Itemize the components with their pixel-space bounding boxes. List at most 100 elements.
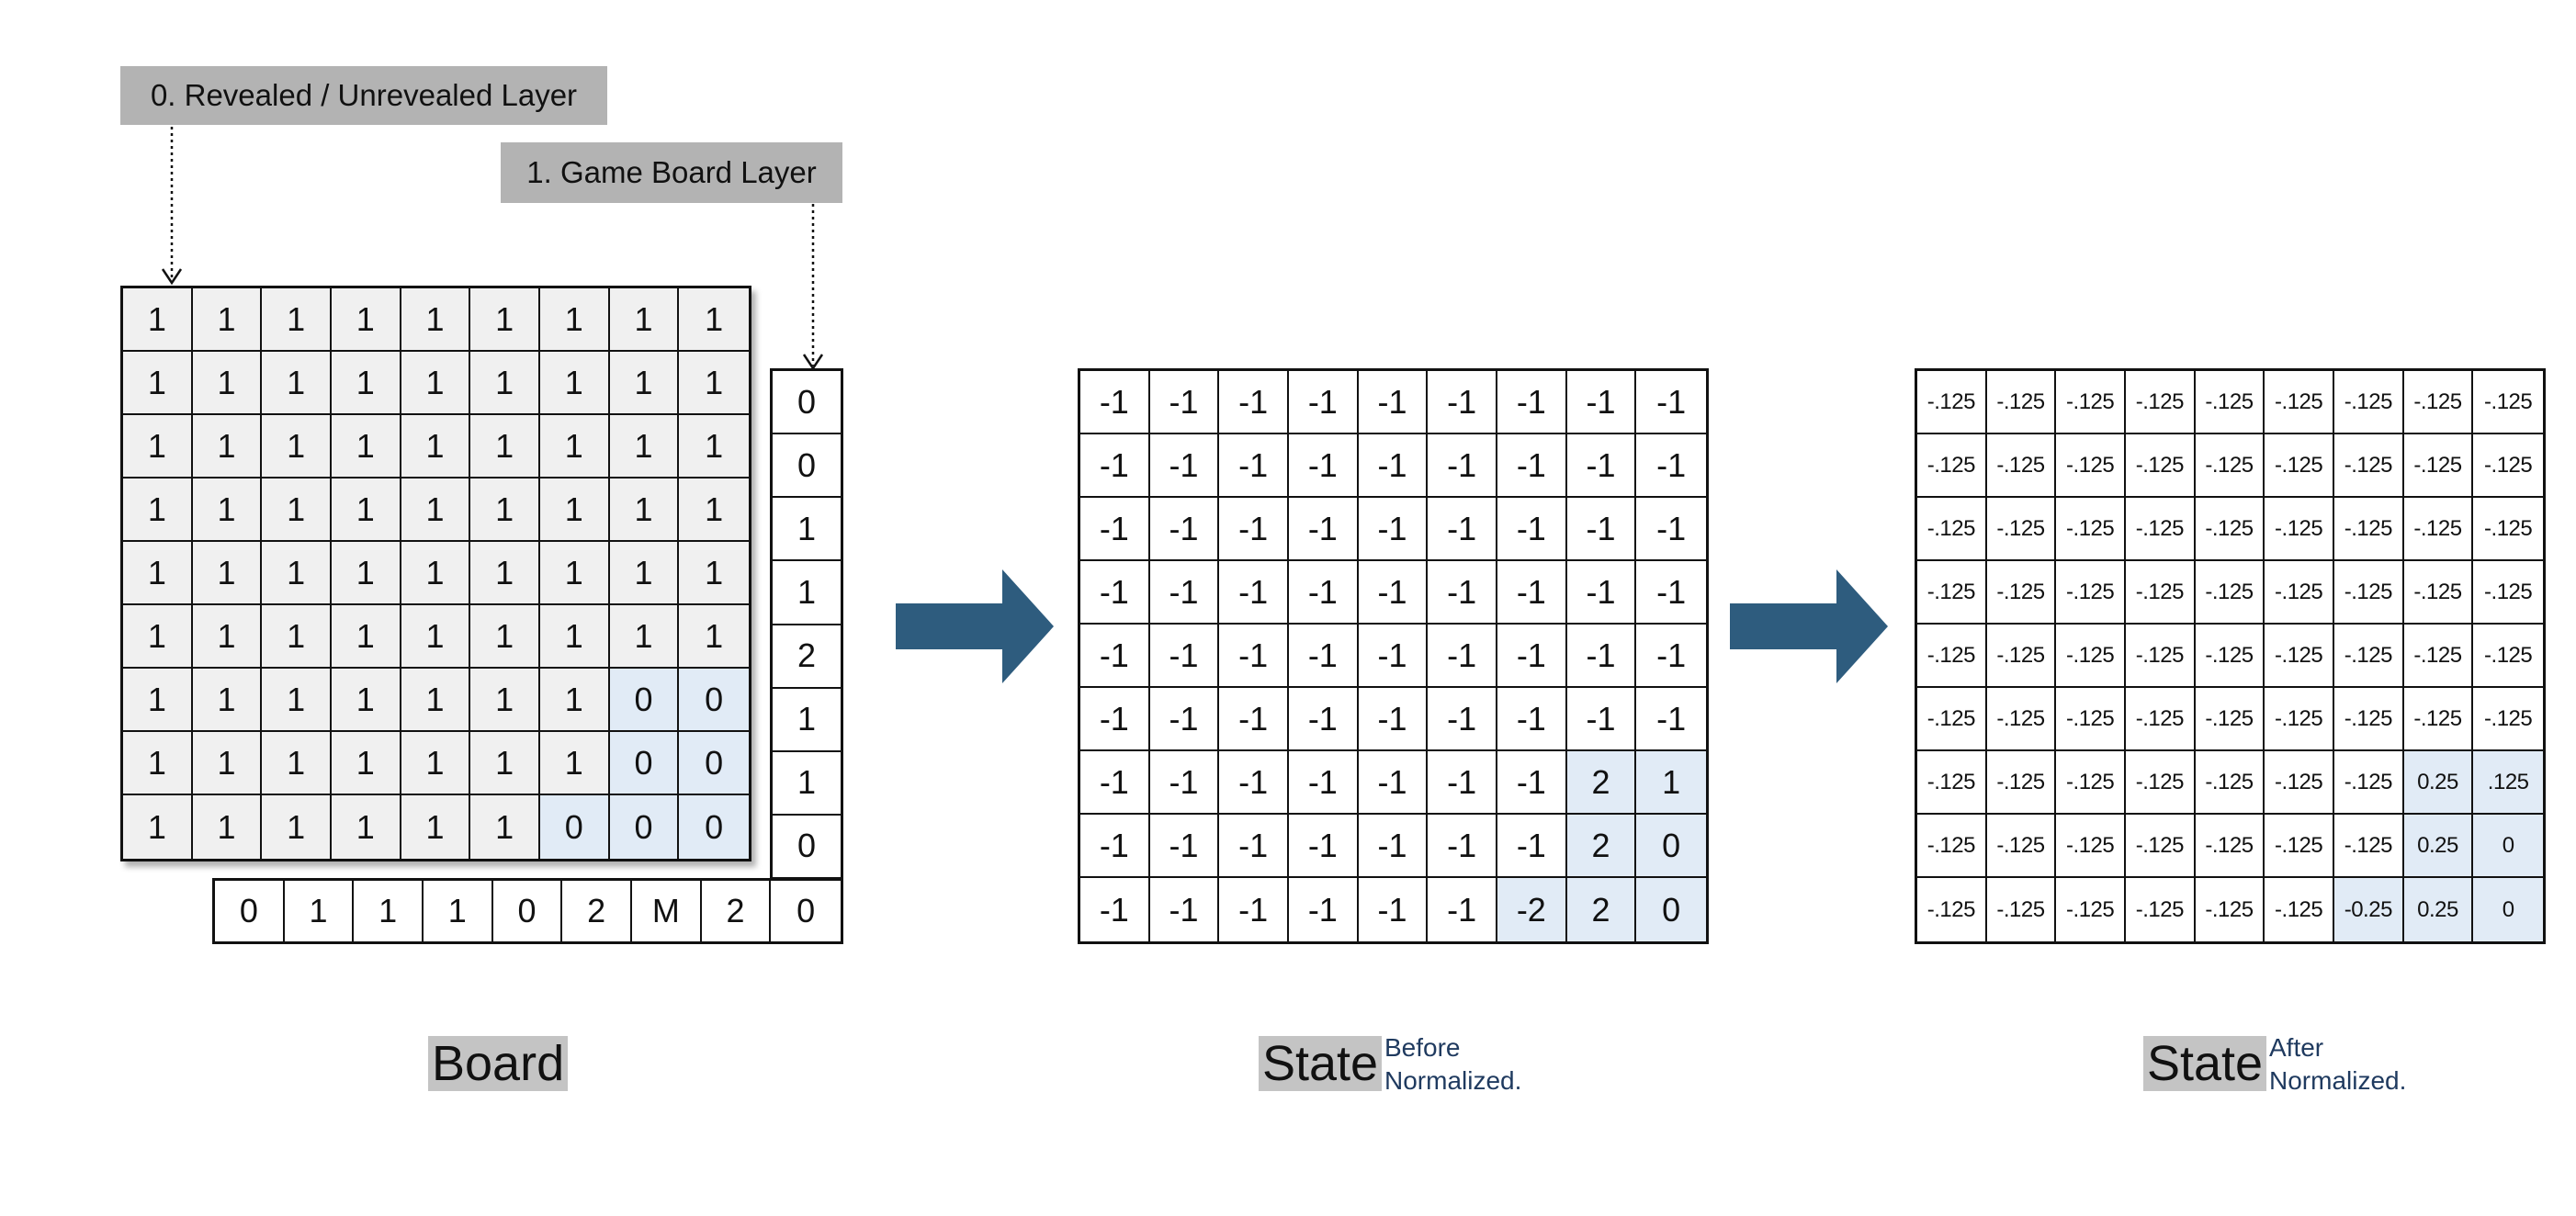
state-after-cell: 0.25 bbox=[2403, 751, 2474, 815]
state-before-cell: -1 bbox=[1428, 498, 1497, 561]
revealed-cell: 1 bbox=[331, 352, 401, 415]
state-before-cell: -1 bbox=[1358, 498, 1429, 561]
state-before-cell: -1 bbox=[1288, 434, 1359, 498]
game-layer-cell: 1 bbox=[424, 881, 493, 941]
state-before-cell: -1 bbox=[1497, 625, 1567, 688]
state-before-cell: -1 bbox=[1428, 371, 1497, 434]
state-after-caption: After Normalized. bbox=[2269, 1031, 2406, 1098]
revealed-cell: 1 bbox=[192, 605, 263, 669]
revealed-cell: 1 bbox=[679, 415, 749, 479]
state-before-cell: -1 bbox=[1219, 371, 1289, 434]
state-after-cell: -.125 bbox=[1986, 625, 2057, 688]
state-before-cell: 0 bbox=[1636, 878, 1706, 941]
state-after-cell: -.125 bbox=[2333, 751, 2404, 815]
revealed-cell: 1 bbox=[539, 479, 610, 542]
revealed-cell: 0 bbox=[609, 669, 680, 732]
revealed-cell: 1 bbox=[262, 288, 332, 352]
state-before-cell: -1 bbox=[1288, 371, 1359, 434]
game-layer-cell: 1 bbox=[773, 498, 841, 562]
state-before-cell: -2 bbox=[1497, 878, 1567, 941]
state-before-cell: -1 bbox=[1149, 498, 1220, 561]
state-before-cell: -1 bbox=[1566, 371, 1637, 434]
state-after-cell: -.125 bbox=[2056, 815, 2126, 878]
revealed-cell: 1 bbox=[331, 732, 401, 795]
state-before-cell: -1 bbox=[1497, 434, 1567, 498]
state-before-cell: -1 bbox=[1219, 434, 1289, 498]
revealed-cell: 0 bbox=[679, 669, 749, 732]
state-after-cell: -.125 bbox=[2473, 498, 2543, 561]
revealed-cell: 1 bbox=[262, 479, 332, 542]
state-before-cell: -1 bbox=[1359, 878, 1429, 941]
game-layer-cell: 2 bbox=[702, 881, 772, 941]
revealed-cell: 1 bbox=[679, 542, 749, 605]
revealed-cell: 0 bbox=[609, 732, 680, 795]
state-before-cell: -1 bbox=[1497, 498, 1567, 561]
state-after-cell: -.125 bbox=[1917, 751, 1987, 815]
revealed-cell: 1 bbox=[123, 732, 193, 795]
state-before-cell: -1 bbox=[1428, 688, 1497, 751]
state-before-cell: -1 bbox=[1219, 815, 1289, 878]
state-after-cell: -.125 bbox=[1987, 878, 2057, 941]
state-after-cell: -.125 bbox=[1986, 371, 2057, 434]
revealed-cell: 1 bbox=[123, 605, 193, 669]
state-after-cell: -.125 bbox=[1917, 561, 1987, 625]
state-before-cell: -1 bbox=[1497, 371, 1567, 434]
state-after-cell: -.125 bbox=[2333, 815, 2404, 878]
revealed-cell: 0 bbox=[679, 795, 749, 859]
revealed-cell: 1 bbox=[470, 669, 540, 732]
revealed-cell: 1 bbox=[192, 415, 263, 479]
revealed-cell: 1 bbox=[401, 479, 471, 542]
game-layer-cell: M bbox=[632, 881, 702, 941]
state-before-cell: -1 bbox=[1080, 878, 1150, 941]
revealed-cell: 1 bbox=[331, 288, 401, 352]
transition-arrow-2 bbox=[1730, 569, 1888, 683]
state-after-cell: -.125 bbox=[2403, 625, 2474, 688]
state-before-cell: -1 bbox=[1219, 878, 1289, 941]
state-after-caption-line2: Normalized. bbox=[2269, 1066, 2407, 1095]
revealed-cell: 1 bbox=[470, 605, 540, 669]
revealed-cell: 1 bbox=[539, 732, 610, 795]
state-after-cell: -.125 bbox=[2333, 688, 2404, 751]
state-before-cell: -1 bbox=[1219, 498, 1289, 561]
state-after-cell: -.125 bbox=[2056, 498, 2126, 561]
state-after-cell: -.125 bbox=[2265, 625, 2334, 688]
state-before-cell: -1 bbox=[1288, 498, 1359, 561]
game-layer-cell: 0 bbox=[493, 881, 563, 941]
state-after-cell: -.125 bbox=[2195, 371, 2265, 434]
state-after-cell: -.125 bbox=[1986, 434, 2057, 498]
revealed-cell: 1 bbox=[609, 415, 680, 479]
state-before-cell: -1 bbox=[1636, 688, 1706, 751]
revealed-cell: 1 bbox=[401, 415, 471, 479]
game-layer-cell: 0 bbox=[773, 434, 841, 499]
state-before-cell: -1 bbox=[1080, 815, 1150, 878]
state-before-cell: -1 bbox=[1288, 688, 1359, 751]
state-before-cell: -1 bbox=[1566, 434, 1637, 498]
revealed-cell: 1 bbox=[192, 542, 263, 605]
revealed-cell: 1 bbox=[470, 795, 540, 859]
state-after-cell: -.125 bbox=[2265, 371, 2334, 434]
game-layer-cell: 0 bbox=[773, 816, 841, 879]
revealed-cell: 1 bbox=[331, 542, 401, 605]
game-layer-cell: 1 bbox=[773, 561, 841, 625]
state-before-cell: -1 bbox=[1636, 371, 1706, 434]
revealed-cell: 1 bbox=[331, 479, 401, 542]
state-after-cell: -.125 bbox=[2056, 751, 2126, 815]
revealed-cell: 1 bbox=[262, 732, 332, 795]
revealed-cell: 0 bbox=[609, 795, 680, 859]
revealed-cell: 1 bbox=[401, 542, 471, 605]
state-after-cell: -.125 bbox=[2333, 371, 2404, 434]
state-after-cell: -.125 bbox=[1917, 815, 1987, 878]
state-before-cell: -1 bbox=[1149, 625, 1220, 688]
revealed-cell: 1 bbox=[470, 542, 540, 605]
revealed-cell: 1 bbox=[401, 732, 471, 795]
state-before-caption: Before Normalized. bbox=[1384, 1031, 1521, 1098]
state-after-cell: -.125 bbox=[2403, 688, 2474, 751]
state-after-cell: .125 bbox=[2473, 751, 2543, 815]
state-after-cell: -.125 bbox=[1917, 434, 1987, 498]
right-arrow-icon bbox=[896, 569, 1054, 683]
revealed-cell: 1 bbox=[679, 352, 749, 415]
state-after-cell: -.125 bbox=[1986, 815, 2057, 878]
